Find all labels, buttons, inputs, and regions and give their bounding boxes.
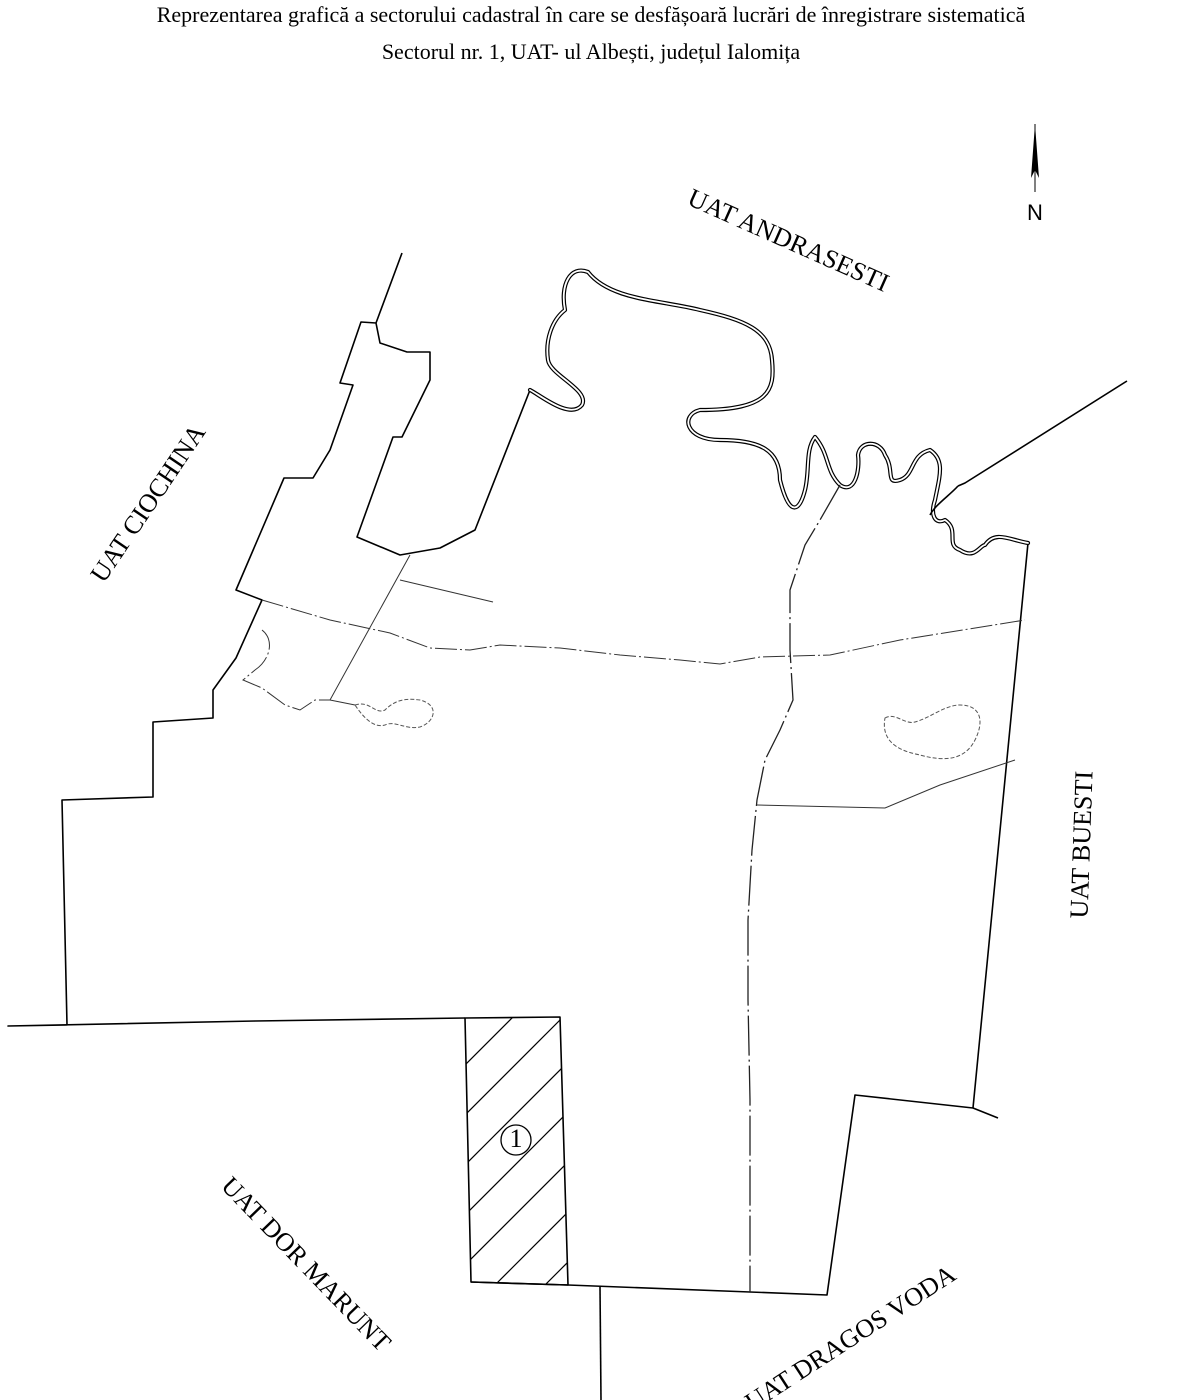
pond bbox=[354, 698, 434, 729]
interior-line bbox=[242, 629, 330, 711]
interior-line bbox=[399, 579, 494, 603]
neighbor-label-southeast: UAT DRAGOS VODA bbox=[740, 1259, 961, 1400]
interior-line bbox=[329, 554, 411, 706]
neighbor-label-west: UAT CIOCHINA bbox=[85, 419, 212, 588]
sector-1-hatch bbox=[465, 1017, 568, 1285]
neighbor-label-southwest: UAT DOR MARUNT bbox=[216, 1171, 397, 1357]
south-boundary-line bbox=[599, 1286, 602, 1400]
north-arrow-icon: N bbox=[1027, 124, 1043, 225]
map-title: Reprezentarea grafică a sectorului cadas… bbox=[156, 2, 1026, 27]
interior-road bbox=[261, 599, 1026, 665]
uat-boundary bbox=[7, 252, 1128, 1296]
north-label: N bbox=[1027, 200, 1043, 225]
interior-line bbox=[756, 759, 1016, 809]
sector-number-badge: 1 bbox=[500, 1124, 532, 1156]
map-subtitle: Sectorul nr. 1, UAT- ul Albești, județul… bbox=[381, 39, 801, 64]
dashed-boundary bbox=[747, 484, 841, 1292]
sector-number: 1 bbox=[510, 1124, 523, 1153]
neighbor-label-east: UAT BUESTI bbox=[1064, 770, 1098, 919]
pond bbox=[883, 704, 981, 760]
river bbox=[527, 268, 1031, 556]
neighbor-label-north: UAT ANDRASESTI bbox=[683, 183, 893, 298]
